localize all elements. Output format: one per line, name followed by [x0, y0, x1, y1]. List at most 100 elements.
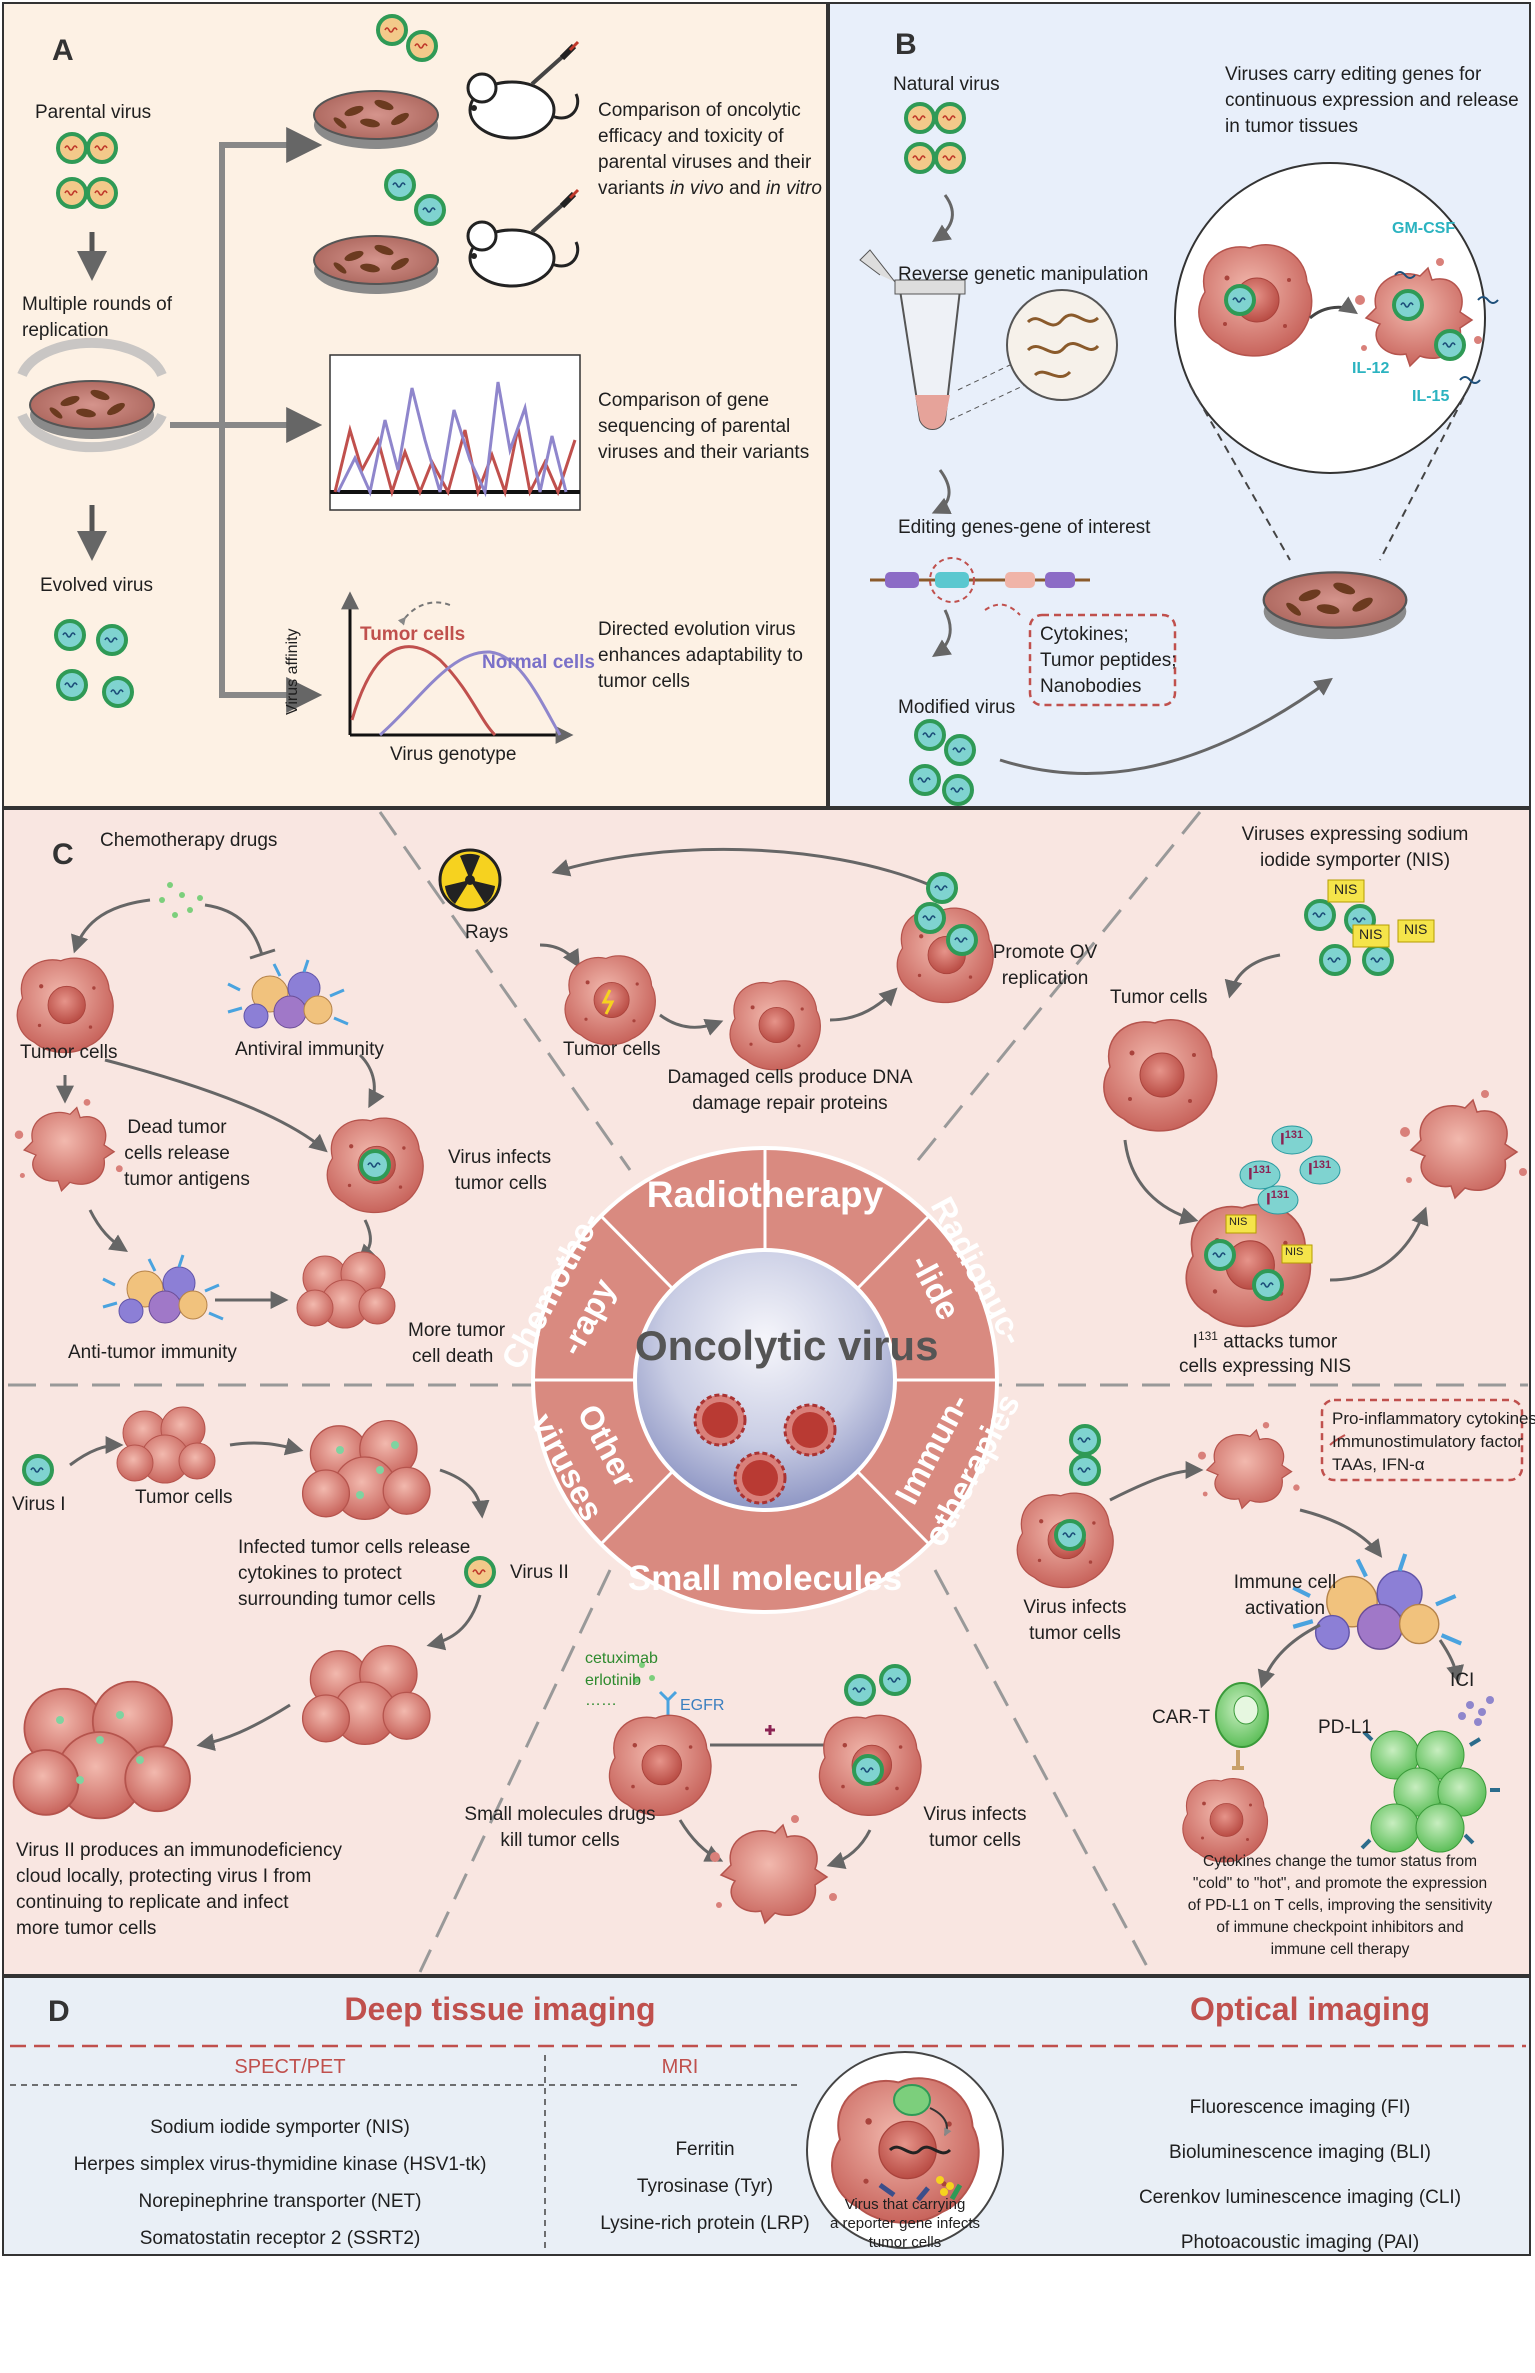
modified-virus-label: Modified virus: [898, 697, 1016, 718]
mri-item-3: Lysine-rich protein (LRP): [600, 2213, 810, 2234]
nis-tag-3: NIS: [1404, 921, 1428, 937]
nis-tag-4: NIS: [1229, 1216, 1248, 1228]
car-t-label: CAR-T: [1152, 1707, 1211, 1728]
cytokines-change-line1: Cytokines change the tumor status from: [1203, 1853, 1477, 1870]
chart-normal-cells-label: Normal cells: [482, 652, 595, 673]
antiviral-immunity-label: Antiviral immunity: [235, 1039, 384, 1060]
ici-label: ICI: [1450, 1670, 1475, 1691]
immune-activation-line1: Immune cell: [1233, 1572, 1337, 1593]
cytokines-change-line2: "cold" to "hot", and promote the express…: [1192, 1875, 1488, 1892]
immuno-box-line1: Pro-inflammatory cytokines: [1332, 1409, 1535, 1428]
carry-text-line3: in tumor tissues: [1225, 116, 1359, 137]
virus-ii-produces-line3: continuing to replicate and infect: [16, 1892, 289, 1913]
wheel-radiotherapy: Radiotherapy: [646, 1174, 884, 1215]
comparison-efficacy-line2: efficacy and toxicity of: [598, 126, 784, 147]
carry-text-line2: continuous expression and release: [1225, 90, 1519, 111]
i131-sup: 131: [1270, 1189, 1290, 1201]
nis-title-line1: Viruses expressing sodium: [1241, 824, 1469, 845]
dead-tumor-line2: cells release: [124, 1143, 230, 1164]
gm-csf-label: GM-CSF: [1392, 220, 1456, 237]
comparison-gene-line1: Comparison of gene: [598, 390, 770, 411]
panel-d-label: D: [48, 1995, 70, 2028]
drug-erlotinib: erlotinib: [585, 1672, 642, 1689]
i131-sup: 131: [1252, 1164, 1272, 1176]
chart-xlabel: Virus genotype: [390, 744, 517, 765]
i131-tag-1: I131: [1280, 1128, 1303, 1152]
virus-infects-sm-line2: tumor cells: [929, 1830, 1021, 1851]
optical-heading: Optical imaging: [1189, 1991, 1431, 2027]
cytokines-change-line4: of immune checkpoint inhibitors and: [1216, 1919, 1464, 1936]
virus-infects-immuno-line2: tumor cells: [1029, 1623, 1121, 1644]
panel-b-label: B: [895, 28, 917, 61]
i131-tag-3: I131: [1308, 1158, 1331, 1182]
comparison-efficacy-line4: variants in vivo and in vitro: [598, 176, 822, 202]
i131-tag-2: I131: [1248, 1163, 1271, 1187]
spect-pet-heading: SPECT/PET: [234, 2056, 346, 2078]
infected-release-line3: surrounding tumor cells: [238, 1589, 436, 1610]
cytokines-change-line3: of PD-L1 on T cells, improving the sensi…: [1187, 1897, 1493, 1914]
panel-c-label: C: [52, 838, 74, 871]
center-title: Oncolytic virus: [635, 1322, 939, 1369]
parental-virus-label: Parental virus: [35, 102, 152, 123]
more-death-line1: More tumor: [408, 1320, 506, 1341]
virus-ii-label: Virus II: [510, 1562, 569, 1583]
i131-attacks-line1: I131 attacks tumor: [1150, 1328, 1380, 1355]
promote-ov-line1: Promote OV: [992, 942, 1098, 963]
virus-infects-chemo-line1: Virus infects: [448, 1147, 552, 1168]
in-vitro: in vitro: [765, 178, 822, 199]
i131-attacks-i: I: [1192, 1331, 1198, 1353]
infected-release-line1: Infected tumor cells release: [238, 1537, 471, 1558]
optical-item-2: Bioluminescence imaging (BLI): [1169, 2142, 1431, 2163]
spect-item-4: Somatostatin receptor 2 (SSRT2): [139, 2228, 421, 2249]
in-vivo: in vivo: [669, 178, 724, 199]
damaged-cells-line2: damage repair proteins: [692, 1093, 888, 1114]
reporter-caption-line3: tumor cells: [868, 2234, 942, 2251]
virus-ii-produces-line2: cloud locally, protecting virus I from: [16, 1866, 312, 1887]
natural-virus-label: Natural virus: [893, 74, 1000, 95]
payload-line2: Tumor peptides;: [1040, 650, 1177, 671]
i131-i: I: [1266, 1189, 1271, 1209]
i131-i: I: [1308, 1159, 1313, 1179]
comparison-gene-line3: viruses and their variants: [598, 442, 810, 463]
small-mol-kill-line1: Small molecules drugs: [464, 1804, 656, 1825]
chart-tumor-cells-label: Tumor cells: [360, 624, 466, 645]
nis-tag-5: NIS: [1285, 1246, 1304, 1258]
payload-line1: Cytokines;: [1040, 624, 1129, 645]
tumor-cells-rad-label: Tumor cells: [563, 1039, 661, 1060]
i131-attacks-line2: cells expressing NIS: [1178, 1356, 1352, 1377]
promote-ov-line2: replication: [1001, 968, 1089, 989]
panel-a-graphics: [17, 14, 580, 744]
reporter-caption-line1: Virus that carrying: [844, 2196, 966, 2213]
evolved-virus-label: Evolved virus: [40, 575, 153, 596]
mri-item-2: Tyrosinase (Tyr): [636, 2176, 774, 2197]
spect-item-3: Norepinephrine transporter (NET): [138, 2191, 422, 2212]
carry-text-line1: Viruses carry editing genes for: [1225, 64, 1482, 85]
virus-i-label: Virus I: [12, 1494, 66, 1515]
i131-sup: 131: [1284, 1129, 1304, 1141]
cytokines-change-line5: immune cell therapy: [1270, 1941, 1410, 1958]
nis-tag-2: NIS: [1359, 926, 1383, 942]
virus-infects-chemo-line2: tumor cells: [455, 1173, 547, 1194]
virus-ii-produces-line1: Virus II produces an immunodeficiency: [16, 1840, 342, 1861]
directed-evolution-line3: tumor cells: [598, 671, 690, 692]
multiple-rounds-line1: Multiple rounds of: [22, 294, 172, 315]
i131-i: I: [1280, 1129, 1285, 1149]
directed-evolution-line2: enhances adaptability to: [598, 645, 803, 666]
variants-prefix: variants: [598, 178, 670, 199]
dead-tumor-line1: Dead tumor: [127, 1117, 227, 1138]
rays-label: Rays: [465, 922, 509, 943]
i131-attacks-text: attacks tumor: [1223, 1331, 1338, 1353]
i131-attacks-sup: 131: [1197, 1329, 1218, 1343]
panel-d-graphics: [10, 2044, 1526, 2252]
and-word: and: [723, 178, 766, 199]
comparison-efficacy-line1: Comparison of oncolytic: [598, 100, 801, 121]
mri-item-1: Ferritin: [675, 2139, 735, 2160]
small-mol-kill-line2: kill tumor cells: [500, 1830, 620, 1851]
tumor-cells-virus-label: Tumor cells: [135, 1487, 233, 1508]
tumor-cells-chemo-label: Tumor cells: [20, 1042, 118, 1063]
panel-a-label: A: [52, 34, 74, 67]
egfr-label: EGFR: [680, 1697, 725, 1714]
il-12-label: IL-12: [1352, 360, 1390, 377]
panel-c-graphics: [8, 811, 1528, 1973]
